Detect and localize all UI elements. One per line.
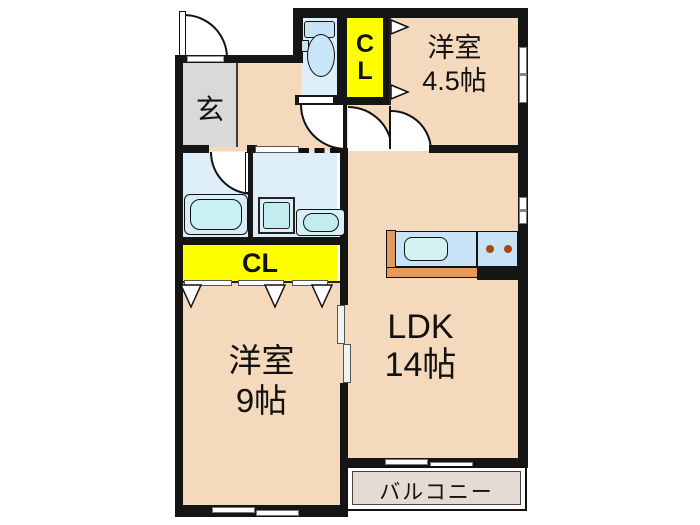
bedroom-large-label: 洋室 9帖 xyxy=(183,341,340,421)
bedroom-small-label: 洋室 4.5帖 xyxy=(391,32,518,98)
stove-burner-icon-2 xyxy=(504,245,512,253)
entrance-door-leaf xyxy=(179,11,186,57)
bedroom-large-floor xyxy=(183,283,340,507)
kitchen-back-wall xyxy=(477,267,528,280)
wall-toilet-right xyxy=(337,8,347,97)
laundry-pan-oval-icon xyxy=(303,213,339,232)
wall-closet-middle-top xyxy=(175,237,345,245)
closet-middle-panel-1 xyxy=(184,280,232,286)
closet-upper-label-line2: L xyxy=(357,57,373,85)
toilet-bowl-icon xyxy=(307,34,335,77)
closet-upper-fold-icon-2 xyxy=(390,83,410,101)
closet-middle-label: CL xyxy=(242,248,278,278)
wall-right xyxy=(518,8,528,467)
entrance-floor xyxy=(183,63,237,147)
bedroom-small-door-leaf xyxy=(389,106,391,149)
wall-closet-upper-right xyxy=(383,13,391,105)
wall-top xyxy=(293,8,528,18)
bedroom-small-name: 洋室 xyxy=(427,33,482,63)
wall-entrance-top xyxy=(175,55,295,63)
closet-middle-fold-icon-3 xyxy=(310,284,334,309)
entrance-door-swing xyxy=(184,14,228,58)
closet-middle-panel-3 xyxy=(292,280,328,286)
kitchen-window-sash xyxy=(519,209,527,212)
kitchen-sink-icon xyxy=(404,237,448,261)
closet-middle-fold-icon-1 xyxy=(179,284,203,309)
ldk-area: 14帖 xyxy=(384,346,457,384)
wall-bath-washroom-divider xyxy=(248,152,253,237)
wall-left xyxy=(175,55,183,517)
wall-spine-leaf xyxy=(343,105,347,148)
closet-upper-fold-icon-1 xyxy=(390,18,410,36)
kitchen-counter-divider xyxy=(476,231,478,267)
entrance-step-line xyxy=(236,63,238,147)
ldk-name: LDK xyxy=(387,308,454,346)
closet-upper-label-line1: C xyxy=(355,30,375,58)
bedroom-large-area: 9帖 xyxy=(235,382,288,419)
balcony-label: バルコニー xyxy=(379,481,494,504)
bedroom-small-window-sash xyxy=(519,73,527,76)
closet-middle-panel-2 xyxy=(238,280,284,286)
wall-top-step xyxy=(293,8,303,63)
ldk-label: LDK 14帖 xyxy=(348,308,493,384)
washroom-sliding-panel xyxy=(255,146,299,153)
ldk-floor xyxy=(348,148,518,460)
ldk-balcony-window-panel-1 xyxy=(385,459,428,465)
bedroom-large-name: 洋室 xyxy=(228,342,295,379)
wall-bedroom-small-bottom xyxy=(429,145,518,153)
bedroom-large-window-panel-2 xyxy=(256,510,299,516)
wall-closet-upper-bottom xyxy=(345,97,391,105)
closet-upper-front-line xyxy=(389,18,391,105)
closet-middle-floor xyxy=(183,245,337,281)
entrance-doorway xyxy=(187,56,224,62)
toilet-doorway xyxy=(299,97,333,103)
sliding-door-panel-1 xyxy=(337,305,345,344)
bathtub-inner-icon xyxy=(190,199,242,230)
kitchen-counter-edge-bottom xyxy=(386,267,478,278)
wall-hall-bottom-west xyxy=(175,145,209,153)
washbasin-inner-icon xyxy=(263,202,290,229)
balcony-floor xyxy=(352,471,521,505)
entrance-label: 玄 xyxy=(195,94,224,125)
sliding-door-panel-2 xyxy=(343,344,351,383)
closet-upper-floor xyxy=(345,16,385,100)
closet-middle-fold-icon-2 xyxy=(263,284,287,309)
bedroom-small-area: 4.5帖 xyxy=(422,66,487,96)
closet-upper-label: C L xyxy=(345,31,385,85)
wall-hall-bottom-mid xyxy=(247,145,257,153)
stove-burner-icon-1 xyxy=(486,245,494,253)
bedroom-large-window-panel-1 xyxy=(212,507,255,513)
washroom-open-doorway xyxy=(299,148,340,153)
